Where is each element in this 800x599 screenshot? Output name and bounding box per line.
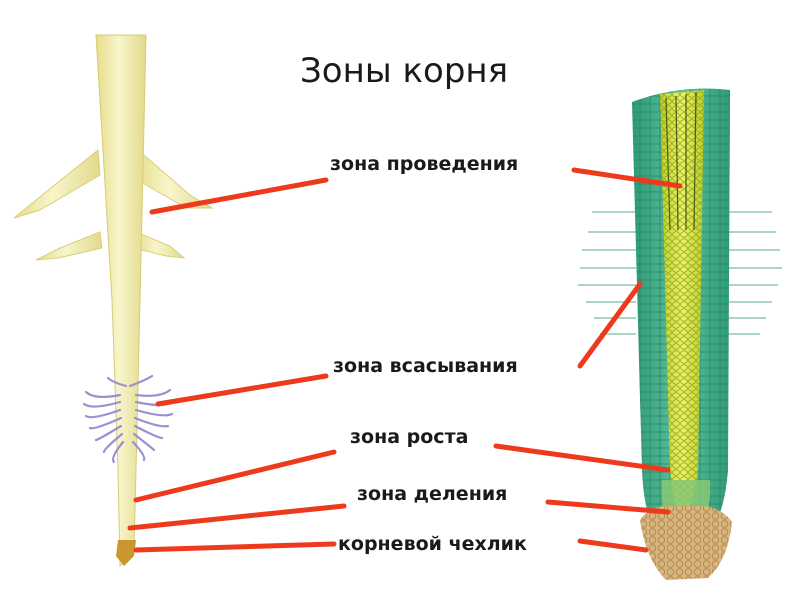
pointer-cap-right [577,538,649,553]
root-external-view [13,34,214,568]
pointer-lines [127,167,683,553]
pointer-division-left [127,503,347,531]
lateral-root-upper-right [133,149,214,209]
lateral-root-middle-left [35,231,103,261]
pointer-growth-right [493,443,671,473]
pointer-conduction-right [571,167,683,189]
pointer-absorption-left [155,373,329,407]
pointer-division-right [545,499,671,515]
pointer-growth-left [133,449,337,503]
pointer-absorption-right [577,281,643,369]
root-cap-tip [116,540,136,566]
pointer-cap-left [133,541,337,553]
label-absorption-zone: зона всасывания [333,355,518,377]
label-conduction-zone: зона проведения [330,153,518,175]
label-growth-zone: зона роста [350,426,468,448]
main-root-trunk [95,34,147,568]
lateral-root-upper [13,149,101,219]
section-vessels [665,91,697,231]
root-section-view [578,88,782,580]
root-hairs-cluster [82,374,174,464]
label-division-zone: зона деления [357,483,507,505]
label-root-cap: корневой чехлик [338,533,527,555]
pointer-conduction-left [149,177,329,215]
diagram-title: Зоны корня [300,51,508,91]
